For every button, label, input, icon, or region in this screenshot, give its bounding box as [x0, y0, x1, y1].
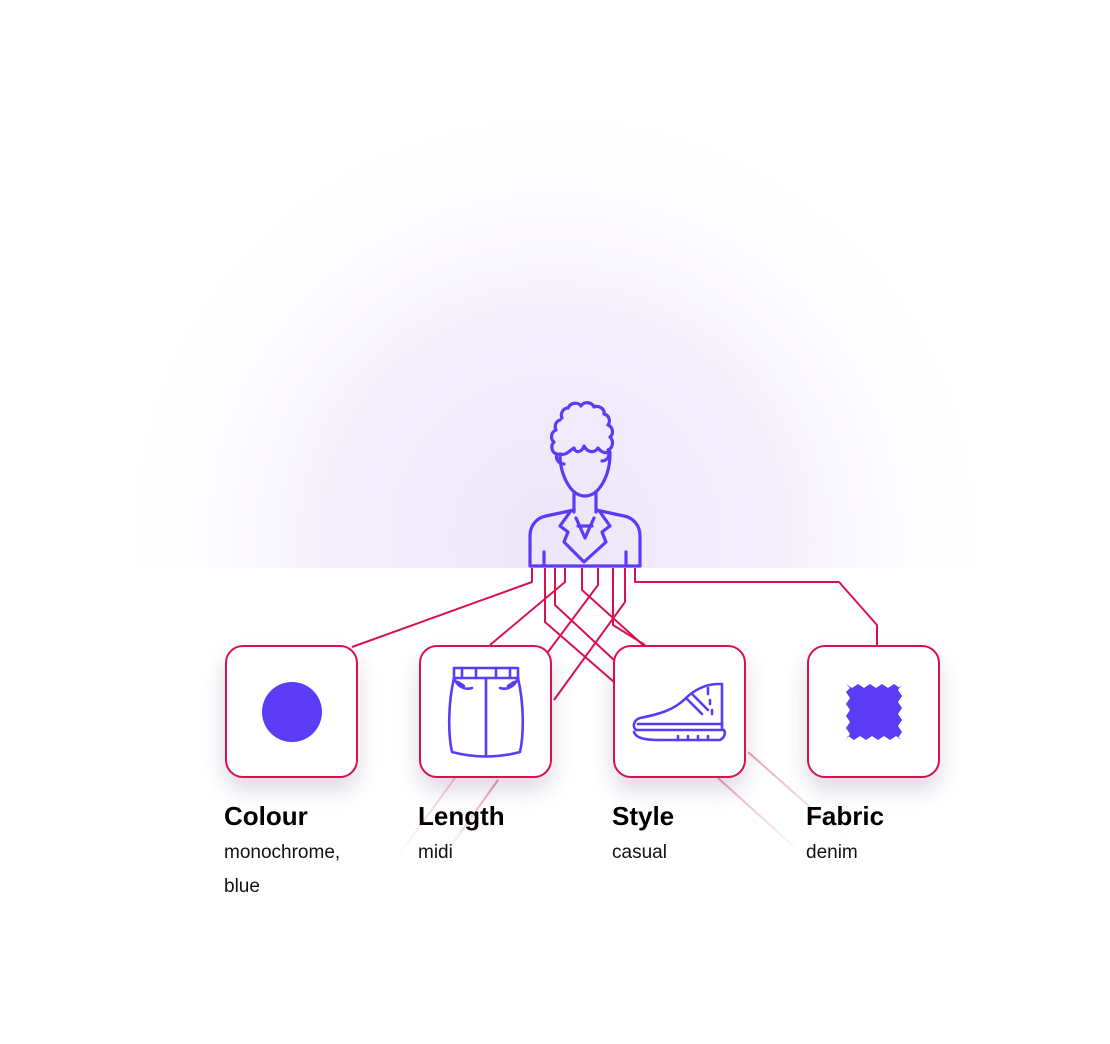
connector-style-c — [581, 568, 644, 646]
connector-fabric — [634, 568, 878, 645]
woman-with-curly-hair-icon — [528, 401, 642, 568]
card-fabric[interactable] — [807, 645, 940, 778]
connector-style-a — [544, 568, 615, 683]
connector-fade-left-b — [447, 779, 499, 851]
connector-colour — [351, 568, 533, 648]
label-colour: Colour monochrome, blue — [224, 800, 394, 904]
attribute-title: Style — [612, 801, 675, 831]
card-style[interactable] — [613, 645, 746, 778]
attribute-title: Colour — [224, 801, 308, 831]
denim-skirt-icon — [447, 666, 524, 758]
attribute-value: monochrome, blue — [224, 842, 341, 897]
sneaker-icon — [632, 682, 726, 741]
label-style: Style casual — [612, 800, 782, 870]
label-fabric: Fabric denim — [806, 800, 976, 870]
background-glow — [55, 40, 1055, 568]
fabric-swatch-icon — [845, 683, 902, 740]
connector-style-d — [612, 568, 646, 646]
connector-fade-right — [747, 751, 846, 839]
connector-length-c — [553, 568, 626, 701]
connector-fade-right-b — [717, 777, 801, 853]
card-colour[interactable] — [225, 645, 358, 778]
connector-length-b — [547, 568, 599, 653]
card-length[interactable] — [419, 645, 552, 778]
filled-circle-icon — [261, 681, 322, 742]
connector-length — [489, 568, 566, 646]
attribute-title: Length — [418, 801, 505, 831]
label-length: Length midi — [418, 800, 588, 870]
attribute-value: denim — [806, 842, 858, 863]
connector-fade-left — [394, 777, 456, 861]
attribute-value: casual — [612, 842, 667, 863]
attribute-title: Fabric — [806, 801, 885, 831]
attribute-value: midi — [418, 842, 453, 863]
connector-style-b — [554, 568, 615, 661]
